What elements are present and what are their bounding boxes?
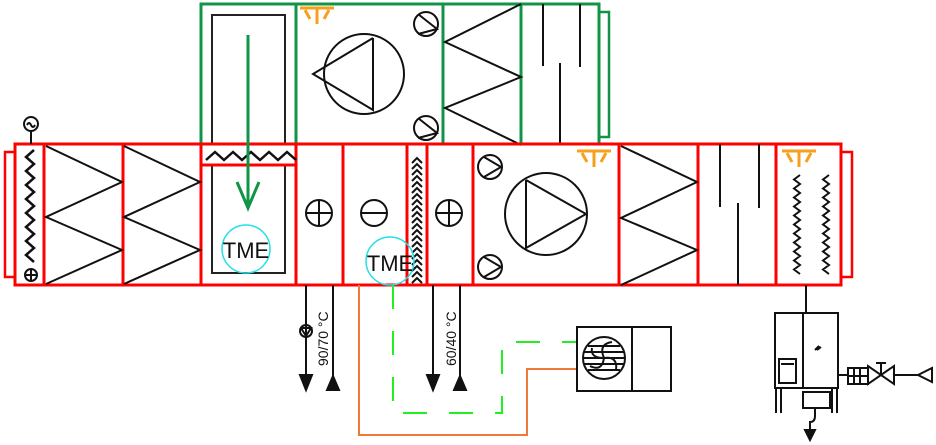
reheat-temp-label: 60/40 °C [443, 311, 459, 366]
exhaust-unit-frame [199, 2, 601, 146]
exhaust-unit [199, 2, 611, 146]
chevron-mark [411, 216, 423, 224]
chevron-mark [411, 246, 423, 254]
small-fan-icon [413, 11, 440, 141]
chevron-mark [411, 264, 423, 272]
heating-temp-label: 90/70 °C [315, 311, 331, 366]
droplet-eliminator-icon [411, 156, 423, 284]
chevron-mark [411, 228, 423, 236]
chevron-mark [411, 162, 423, 170]
chevron-mark [411, 234, 423, 242]
silencer-icon [719, 144, 760, 285]
chevron-mark [411, 186, 423, 194]
small-fan-icon [477, 154, 503, 280]
supply-unit: TME TME [3, 35, 854, 287]
chevron-mark [411, 240, 423, 248]
cooling-coil-icon [360, 199, 388, 227]
filter-icon [618, 145, 700, 286]
tme-label: TME [367, 251, 413, 276]
refrigerant-liquid-line [358, 285, 578, 436]
supply-flange-right [839, 150, 854, 279]
valve-icon [867, 364, 895, 386]
filter-icon [43, 145, 125, 285]
chevron-mark [411, 180, 423, 188]
uv-lamp-icon [300, 6, 334, 24]
filter-icon [442, 3, 524, 146]
damper-icon [24, 149, 36, 263]
heating-coil-icon [305, 199, 333, 227]
chevron-mark [411, 204, 423, 212]
uv-lamp-icon [577, 149, 611, 167]
temperature-sensor-tme-2: TME [365, 236, 415, 286]
chevron-mark [411, 156, 423, 164]
uv-lamp-icon [782, 149, 816, 167]
chevron-mark [411, 222, 423, 230]
temperature-sensor-tme-1: TME [221, 224, 271, 274]
refrigerant-gas-line [392, 285, 578, 414]
chevron-mark [411, 270, 423, 278]
reheat-coil-icon [435, 199, 463, 227]
supply-fan-icon [504, 172, 589, 256]
tme-label: TME [223, 238, 269, 263]
humidifier-icon [774, 285, 933, 443]
humidifier-lance-icon [821, 174, 831, 275]
heating-element-icon [24, 268, 38, 282]
supply-dividers [42, 142, 778, 285]
chevron-mark [411, 174, 423, 182]
exhaust-fan-icon [311, 33, 405, 115]
motor-icon [23, 116, 39, 144]
chevron-mark [411, 168, 423, 176]
heat-exchanger-icon [205, 150, 297, 162]
chevron-mark [411, 276, 423, 284]
exhaust-flange [597, 10, 611, 139]
heating-pipes [298, 285, 341, 393]
water-inlet-icon [915, 366, 933, 384]
silencer-icon [542, 4, 581, 144]
filter-icon [121, 145, 203, 285]
chevron-mark [411, 210, 423, 218]
chevron-mark [411, 198, 423, 206]
condenser-icon [576, 326, 672, 392]
airflow-arrow-icon [235, 35, 261, 212]
chevron-mark [411, 192, 423, 200]
reheat-pipes [425, 285, 468, 393]
humidifier-lance-icon [792, 174, 802, 275]
